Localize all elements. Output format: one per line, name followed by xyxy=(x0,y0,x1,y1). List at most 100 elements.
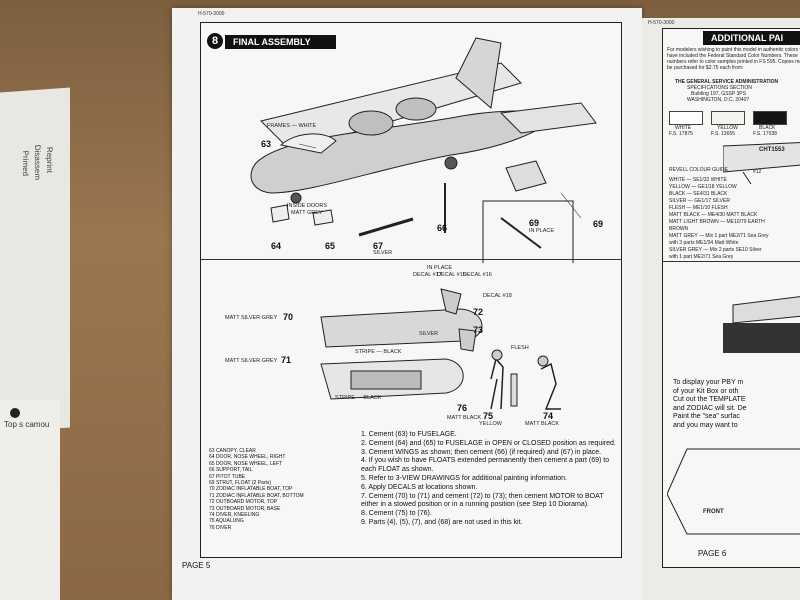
parts-list-item: 63 CANOPY, CLEAR xyxy=(209,448,256,454)
engine-right-shape xyxy=(395,97,437,121)
label-in-place-decal: IN PLACE xyxy=(427,265,453,271)
instruction-step: 5. Refer to 3-VIEW DRAWINGS for addition… xyxy=(361,474,567,482)
motor-top-shape xyxy=(440,288,462,315)
part-number: 63 xyxy=(261,139,272,149)
instruction-step: 1. Cement (63) to FUSELAGE. xyxy=(361,431,457,438)
agency-line: SPECIFICATIONS SECTION xyxy=(687,85,752,91)
label-matt-grey: MATT GREY xyxy=(291,210,323,216)
revell-colour: SILVER — GE1/17 SILVER xyxy=(669,198,730,204)
parts-list-item: 67 PITOT TUBE xyxy=(209,473,246,480)
revell-colour: BLACK — SE4/31 BLACK xyxy=(669,191,728,197)
section-divider xyxy=(663,261,800,262)
instruction-step: 2. Cement (64) and (65) to FUSELAGE in O… xyxy=(361,439,616,447)
swatch-fs: F.S. 17875 xyxy=(669,131,693,137)
parts-list-item: 76 DIVER xyxy=(209,524,232,531)
revell-colour: MATT BLACK — ME4/30 MATT BLACK xyxy=(669,212,758,218)
boat-floor-shape xyxy=(350,370,422,390)
part-67-shape xyxy=(358,217,414,237)
section-divider xyxy=(201,259,621,260)
display-line: and you may want to xyxy=(673,421,738,429)
part-number: 70 xyxy=(283,312,294,322)
swatch-fs: F.S. 17038 xyxy=(753,131,777,137)
wing-shape xyxy=(260,62,522,152)
doc-code: H-570-3000 xyxy=(198,11,225,17)
revell-colour: FLESH — ME1/10 FLESH xyxy=(669,205,728,211)
label-stripe-black-top: STRIPE — BLACK xyxy=(355,349,402,355)
part-number: 69 xyxy=(529,218,540,228)
canopy-shape xyxy=(279,133,337,154)
revell-colour: MATT GREY — Mix 1 part ME2/71 Sea Grey w… xyxy=(669,233,769,246)
part-65-shape xyxy=(312,209,334,226)
page6-title: ADDITIONAL PAI xyxy=(703,31,800,45)
doc-code: H-570-3000 xyxy=(648,20,675,26)
label-matt-black-diver: MATT BLACK xyxy=(447,415,482,421)
instruction-step: 4. If you wish to have FLOATS extended p… xyxy=(361,457,610,474)
instruction-sheet-page5: H-570-3000 8 FINAL ASSEMBLY xyxy=(172,8,642,600)
page-number: PAGE 6 xyxy=(698,549,727,558)
agency-line: WASHINGTON, D.C. 20407 xyxy=(687,97,750,103)
part-number: 65 xyxy=(325,241,336,251)
parts-list-item: 64 DOOR, NOSE WHEEL, RIGHT xyxy=(209,454,286,461)
revell-colour: MATT LIGHT BROWN — ME10/79 EARTH BROWN xyxy=(669,219,765,232)
parts-list-item: 65 DOOR, NOSE WHEEL, LEFT xyxy=(209,460,283,467)
label-matt-silver-grey-bottom: MATT SILVER GREY xyxy=(225,358,278,364)
display-line: Paint the "sea" surfac xyxy=(673,413,740,420)
page6-intro: For modelers wishing to paint this model… xyxy=(667,47,800,71)
plane-marking: CHT1553 xyxy=(759,147,785,153)
float-inset-box xyxy=(482,200,574,263)
parts-list-item: 75 AQUALUNG xyxy=(209,518,244,525)
diver-standing-shape xyxy=(490,357,504,410)
label-decal-17: DECAL #17 xyxy=(413,272,442,278)
template-illustration xyxy=(667,448,800,535)
instruction-step: 3. Cement WINGS as shown; then cement (6… xyxy=(361,448,602,456)
agency-line: Building 197, GSSP 3PS xyxy=(691,91,746,97)
tail-fin-shape xyxy=(455,37,502,109)
parts-list-item: 66 SUPPORT, TAIL xyxy=(209,467,253,474)
instruction-step: 7. Cement (70) to (71) and cement (72) t… xyxy=(361,492,604,509)
scrap-bullet-icon xyxy=(10,408,20,418)
part-number: 75 xyxy=(483,411,494,421)
parts-list-item: 74 DIVER, KNEELING xyxy=(209,512,260,519)
display-base-shape xyxy=(723,323,800,353)
scrap-text: Disassem xyxy=(33,144,42,181)
display-line: and ZODIAC will sit. De xyxy=(673,404,747,412)
step-number-badge: 8 xyxy=(207,33,223,49)
revell-colour: WHITE — SE1/32 WHITE xyxy=(669,177,727,183)
part-number: 73 xyxy=(473,325,484,335)
part-number: 71 xyxy=(281,355,292,365)
instruction-sheet-page6: H-570-3000 ADDITIONAL PAI For modelers w… xyxy=(642,18,800,600)
display-instructions: To display your PBY m of your Kit Box or… xyxy=(673,379,800,430)
boat-top-shape xyxy=(320,308,483,348)
step-title: FINAL ASSEMBLY xyxy=(225,35,336,49)
display-line: To display your PBY m xyxy=(673,379,744,386)
swatch-name: YELLOW xyxy=(717,125,738,131)
label-yellow: YELLOW xyxy=(479,421,502,427)
scrap-text: Reprint xyxy=(45,146,54,174)
revell-colour: YELLOW — GE1/18 YELLOW xyxy=(669,184,737,190)
instruction-list: 1. Cement (63) to FUSELAGE. 2. Cement (6… xyxy=(361,431,621,528)
label-in-place: IN PLACE xyxy=(529,228,555,234)
label-matt-silver-grey-top: MATT SILVER GREY xyxy=(225,315,278,321)
scrap-text: Top s camou xyxy=(4,420,50,429)
motor-base-shape xyxy=(458,328,477,352)
part-number: 76 xyxy=(457,403,468,413)
parts-list-item: 71 ZODIAC INFLATABLE BOAT, BOTTOM xyxy=(209,492,304,499)
label-stripe-black-bottom: STRIPE — BLACK xyxy=(335,395,382,401)
label-matt-black-kneeling: MATT BLACK xyxy=(525,421,560,427)
engine-left-shape xyxy=(348,110,394,136)
display-line: Cut out the TEMPLATE xyxy=(673,396,746,403)
revell-colour-list: WHITE — SE1/32 WHITE YELLOW — GE1/18 YEL… xyxy=(669,177,769,261)
swatch-fs: F.S. 13655 xyxy=(711,131,735,137)
page6-frame: ADDITIONAL PAI For modelers wishing to p… xyxy=(662,28,800,568)
diorama-illustration xyxy=(723,296,800,353)
instruction-step: 8. Cement (75) to (76). xyxy=(361,510,432,518)
wing-3view-illustration xyxy=(723,142,800,184)
airplane-illustration xyxy=(250,37,597,263)
tail-plane-shape xyxy=(499,102,597,134)
agency-line: THE GENERAL SERVICE ADMINISTRATION xyxy=(675,79,779,85)
label-silver-motor: SILVER xyxy=(419,331,439,337)
part-number: 67 xyxy=(373,241,384,251)
label-decal-15: DECAL #15 xyxy=(437,272,466,278)
label-decal-16: DECAL #16 xyxy=(463,272,492,278)
scrap-text: Primed xyxy=(21,150,30,177)
